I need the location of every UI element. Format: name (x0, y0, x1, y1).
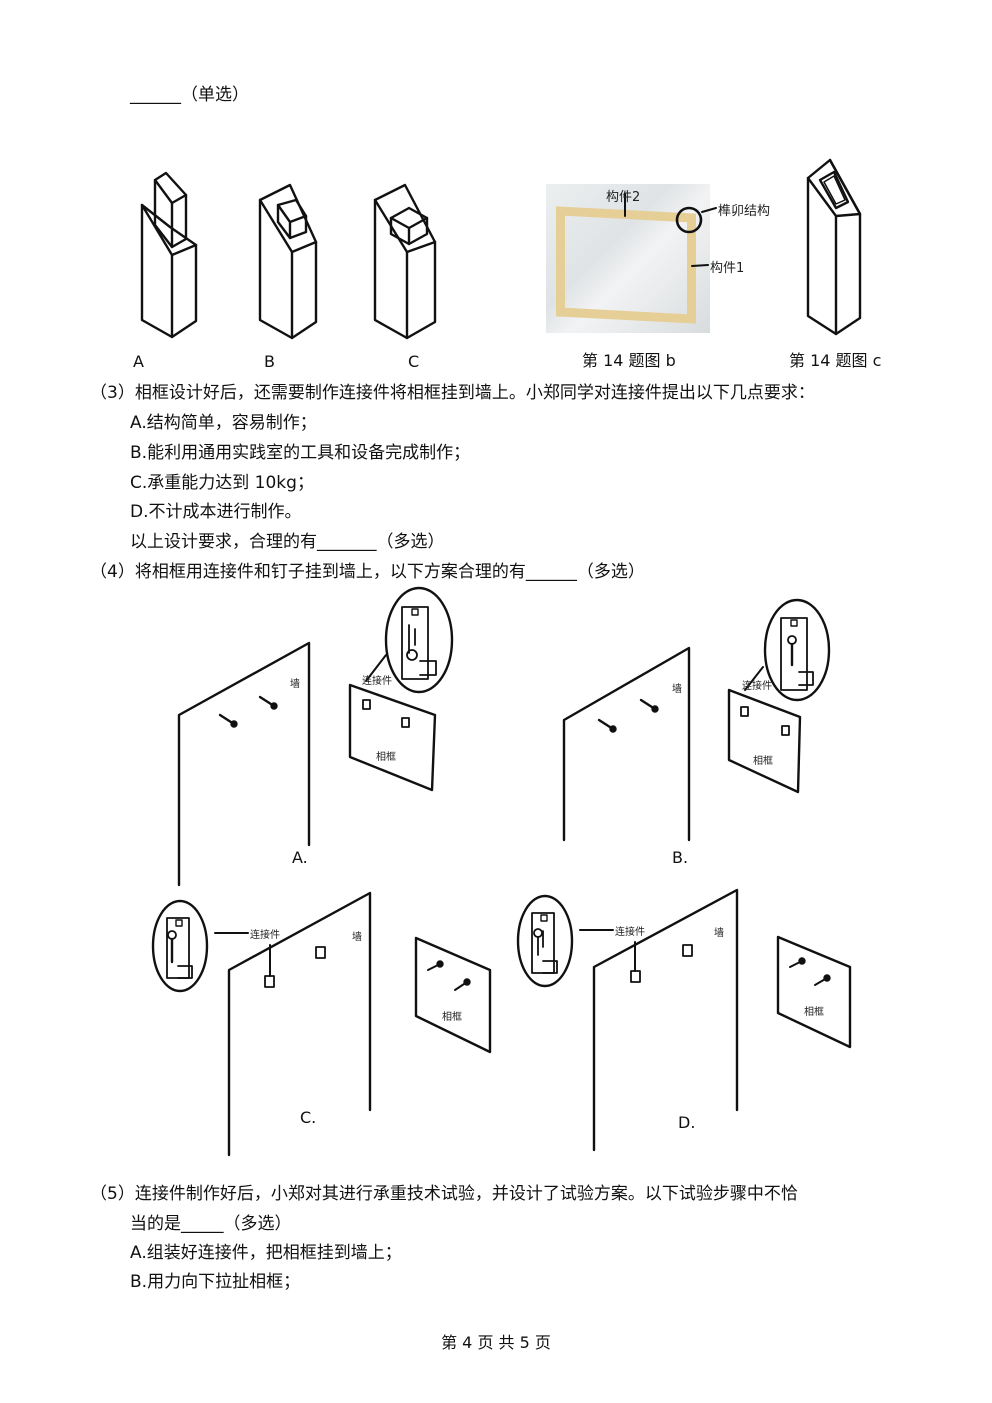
scheme-b-label: B. (672, 848, 689, 867)
scheme-b-connector-label: 连接件 (742, 681, 772, 692)
scheme-c-label: C. (300, 1108, 317, 1127)
q3-option-c: C.承重能力达到 10kg； (130, 473, 314, 493)
scheme-b-drawing (562, 598, 831, 842)
scheme-c-connector-label: 连接件 (250, 930, 280, 941)
part1-label: 构件1 (710, 261, 745, 276)
q5-stem-line1: （5）连接件制作好后，小郑对其进行承重技术试验，并设计了试验方案。以下试验步骤中… (90, 1184, 798, 1204)
scheme-a-connector-label: 连接件 (362, 676, 392, 687)
scheme-d-frame-label: 相框 (804, 1007, 824, 1018)
top-prompt: ______（单选） (130, 85, 249, 105)
tenon-option-c-label: C (408, 352, 420, 371)
tenon-option-b-label: B (264, 352, 275, 371)
q5-option-b: B.用力向下拉扯相框； (130, 1272, 301, 1292)
page-footer: 第 4 页 共 5 页 (441, 1333, 551, 1352)
tenon-option-b-drawing (258, 183, 318, 340)
scheme-c-frame-label: 相框 (442, 1012, 462, 1023)
q5-stem-line2: 当的是_____（多选） (130, 1214, 292, 1234)
q3-option-a: A.结构简单，容易制作； (130, 413, 317, 433)
scheme-c-drawing (151, 891, 492, 1157)
q4-stem: （4）将相框用连接件和钉子挂到墙上，以下方案合理的有______（多选） (90, 562, 645, 582)
tenon-option-a-label: A (133, 352, 144, 371)
q3-stem: （3）相框设计好后，还需要制作连接件将相框挂到墙上。小郑同学对连接件提出以下几点… (90, 383, 815, 403)
scheme-c-wall-label: 墙 (352, 932, 362, 943)
scheme-a-label: A. (292, 848, 308, 867)
tenon-options-figure (140, 171, 437, 340)
scheme-d-wall-label: 墙 (714, 928, 724, 939)
q5-option-a: A.组装好连接件，把相框挂到墙上； (130, 1243, 402, 1263)
scheme-a-frame-label: 相框 (376, 752, 396, 763)
tenon-option-c-drawing (373, 183, 437, 340)
mortise-post-figure (806, 158, 862, 336)
scheme-d-connector-label: 连接件 (615, 927, 645, 938)
figure-c-caption: 第 14 题图 c (789, 351, 882, 370)
frame-photo-annotations (624, 193, 717, 267)
scheme-a-wall-label: 墙 (290, 679, 300, 690)
scheme-b-wall-label: 墙 (672, 684, 682, 695)
scheme-b-frame-label: 相框 (753, 756, 773, 767)
q3-question: 以上设计要求，合理的有_______（多选） (130, 532, 445, 552)
figure-b-caption: 第 14 题图 b (582, 351, 676, 370)
scheme-a-drawing (177, 586, 454, 887)
q3-option-d: D.不计成本进行制作。 (130, 502, 302, 522)
scheme-d-label: D. (678, 1113, 696, 1132)
scheme-d-drawing (516, 888, 852, 1152)
part2-label: 构件2 (606, 190, 641, 205)
mortise-label: 榫卯结构 (718, 204, 771, 219)
q3-option-b: B.能利用通用实践室的工具和设备完成制作； (130, 443, 471, 463)
tenon-option-a-drawing (140, 171, 198, 339)
